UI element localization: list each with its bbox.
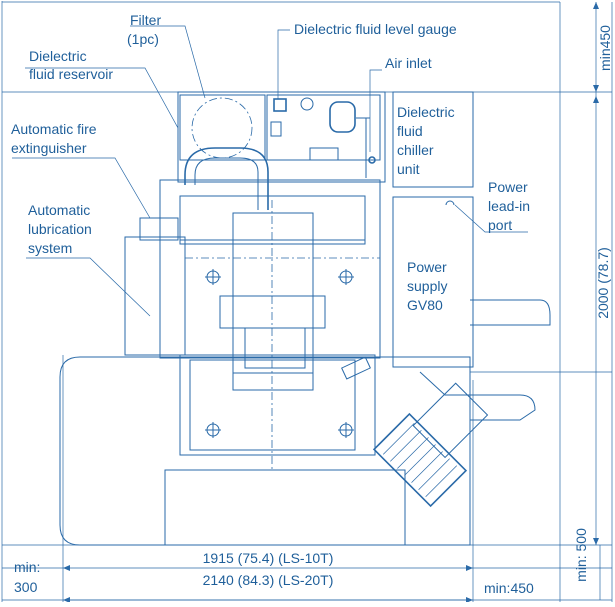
gauge-dial: [300, 97, 314, 111]
machine-body: [59, 91, 551, 546]
keyboard: [372, 412, 468, 508]
label-power-supply-1: Power: [407, 259, 447, 275]
label-filter-2: (1pc): [127, 31, 159, 47]
label-power-supply-3: GV80: [407, 297, 443, 313]
pressure-gauge: [329, 101, 356, 133]
label-power-port-1: Power: [488, 179, 528, 195]
lube-unit-outline: [124, 236, 186, 356]
dim-width-ls20t: 2140 (84.3) (LS-20T): [203, 572, 334, 588]
label-air-inlet: Air inlet: [385, 55, 432, 71]
label-chiller-2: fluid: [397, 123, 423, 139]
drain-valve: [341, 356, 371, 380]
arrow-head: [593, 96, 599, 103]
control-monitor: [412, 382, 489, 459]
arrow-head: [593, 538, 599, 545]
gauge-panel: [266, 94, 381, 161]
dimension-labels: min450 2000 (78.7) min: 500 min: 500 min…: [14, 25, 613, 596]
leader-lube: [26, 257, 151, 317]
label-power-supply-2: supply: [407, 278, 447, 294]
fire-extinguisher-outline: [139, 217, 179, 241]
air-inlet-port: [368, 156, 376, 164]
column-head: [232, 212, 314, 374]
dim-left-clearance-1: min:: [14, 559, 40, 575]
leader-air-inlet: [369, 69, 382, 152]
label-fire-2: extinguisher: [11, 140, 87, 156]
table-outline: [189, 359, 356, 451]
label-filter-1: Filter: [130, 12, 161, 28]
machine-frame: [159, 179, 381, 359]
arrow-head: [466, 597, 473, 603]
filter-housing: [179, 94, 266, 161]
base-plate: [164, 469, 406, 546]
arrow-head: [593, 2, 599, 9]
work-tank-top: [179, 195, 366, 245]
fluid-pipe-inner: [194, 157, 259, 210]
label-lube-3: system: [28, 240, 72, 256]
leader-filter: [130, 25, 206, 99]
dim-width-ls10t: 1915 (75.4) (LS-10T): [203, 550, 334, 566]
column-lower: [244, 327, 306, 369]
pump-body: [309, 147, 339, 161]
label-reservoir-2: fluid reservoir: [29, 66, 113, 82]
column-crossbar: [219, 295, 326, 329]
dim-top-clearance: min450: [597, 25, 613, 71]
pendant-arm: [470, 299, 551, 326]
fluid-pipe-loop: [184, 147, 269, 210]
machine-base-outline: [59, 356, 471, 546]
dim-right-clearance: min:450: [484, 580, 534, 596]
label-power-port-2: lead-in: [488, 198, 530, 214]
panel-arm: [419, 371, 536, 421]
reservoir-outline: [177, 91, 386, 183]
leader-level-gauge: [277, 29, 290, 99]
dim-height: 2000 (78.7): [595, 247, 611, 319]
label-level-gauge: Dielectric fluid level gauge: [294, 21, 457, 37]
leader-reservoir: [25, 67, 179, 129]
label-lube-2: lubrication: [28, 221, 92, 237]
component-labels: Filter (1pc) Dielectric fluid level gaug…: [11, 12, 530, 313]
arrow-head: [63, 565, 70, 571]
dim-left-clearance-2: 300: [14, 579, 38, 595]
label-chiller-3: chiller: [397, 142, 434, 158]
label-reservoir-1: Dielectric: [29, 48, 87, 64]
table-bed: [179, 354, 376, 456]
power-supply-outline: [392, 196, 474, 368]
leader-power-port: [454, 204, 528, 233]
arrow-head: [593, 85, 599, 92]
label-power-port-3: port: [488, 217, 512, 233]
leader-fire: [12, 157, 151, 219]
level-gauge-indicator: [273, 98, 287, 112]
filter-circle: [191, 97, 253, 159]
label-chiller-1: Dielectric: [397, 104, 455, 120]
chiller-unit-outline: [392, 91, 474, 188]
label-chiller-4: unit: [397, 161, 420, 177]
keyboard-keys: [382, 422, 458, 498]
gauge-valve: [270, 121, 282, 137]
arrow-head: [63, 597, 70, 603]
dim-bottom-right-clearance-visible: min: 500: [573, 528, 589, 582]
arrow-head: [466, 565, 473, 571]
anchor-bolts: [205, 269, 354, 438]
leader-lines: [12, 25, 528, 317]
label-fire-1: Automatic fire: [11, 121, 97, 137]
power-port-symbol: [445, 200, 455, 206]
label-lube-1: Automatic: [28, 202, 90, 218]
